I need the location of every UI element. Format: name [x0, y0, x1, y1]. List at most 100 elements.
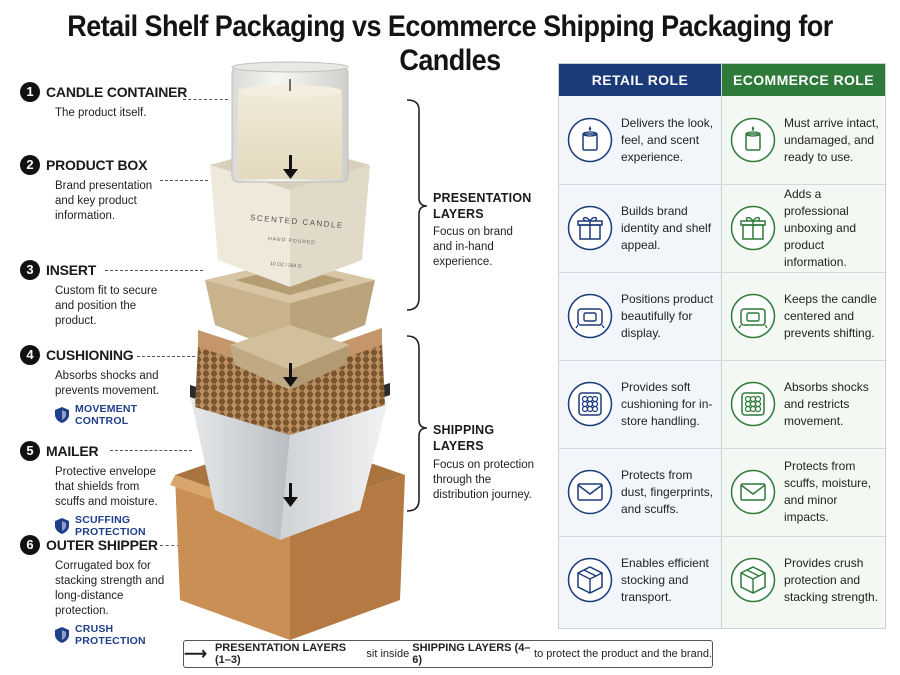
leader-line: [110, 450, 192, 451]
page-title: Retail Shelf Packaging vs Ecommerce Ship…: [67, 10, 833, 77]
leader-line: [105, 270, 203, 271]
shield-icon: [55, 518, 69, 534]
layer-description: Custom fit to secure and position the pr…: [55, 285, 158, 327]
table-cell-retail: Enables efficient stocking and transport…: [559, 536, 721, 624]
cushion-pad-icon: [730, 381, 776, 427]
layer-number-badge: 3: [20, 260, 40, 280]
layer-number-badge: 6: [20, 535, 40, 555]
layer-product-box: 2 PRODUCT BOX Brand presentation and key …: [20, 155, 195, 224]
layer-name: MAILER: [46, 443, 99, 459]
table-cell-ecom: Provides crush protection and stacking s…: [722, 536, 884, 624]
cell-text: Builds brand identity and shelf appeal.: [621, 203, 712, 252]
group-brackets: [406, 99, 428, 512]
product-box: SCENTED CANDLE HAND POURED 10 OZ / 284 G: [210, 143, 370, 287]
footer-text: to protect the product and the brand.: [530, 648, 712, 660]
layer-description: Corrugated box for stacking strength and…: [55, 560, 165, 617]
candle-icon: [730, 117, 776, 163]
shipping-layers-desc: Focus on protection through the distribu…: [433, 459, 535, 501]
layer-name: PRODUCT BOX: [46, 157, 148, 173]
right-arrow-icon: ⟶: [184, 646, 207, 663]
shipping-box-icon: [567, 557, 613, 603]
layer-description: Brand presentation and key product infor…: [55, 180, 153, 222]
box-label-size: 10 OZ / 284 G: [270, 261, 302, 270]
cell-text: Protects from dust, fingerprints, and sc…: [621, 467, 714, 516]
candle-jar: [231, 61, 349, 183]
group-title-line: LAYERS: [433, 439, 484, 453]
footer-text: sit inside: [363, 648, 413, 660]
table-cell-ecom: Adds a professional unboxing and product…: [722, 184, 884, 272]
layer-description: Absorbs shocks and prevents movement.: [55, 370, 160, 397]
cell-text: Positions product beautifully for displa…: [621, 291, 714, 340]
footer-note: ⟶ PRESENTATION LAYERS (1–3) sit inside S…: [183, 640, 713, 668]
table-cell-retail: Builds brand identity and shelf appeal.: [559, 184, 721, 272]
table-cell-retail: Delivers the look, feel, and scent exper…: [559, 96, 721, 184]
cell-text: Provides soft cushioning for in-store ha…: [621, 379, 713, 428]
table-cell-retail: Provides soft cushioning for in-store ha…: [559, 360, 721, 448]
envelope-icon: [730, 469, 776, 515]
tag-line: CRUSH: [75, 623, 114, 635]
table-cell-ecom: Absorbs shocks and restricts movement.: [722, 360, 884, 448]
tag-line: PROTECTION: [75, 635, 146, 647]
layer-number-badge: 5: [20, 441, 40, 461]
insert-tray-icon: [567, 293, 613, 339]
cell-text: Adds a professional unboxing and product…: [784, 186, 857, 269]
cell-text: Provides crush protection and stacking s…: [784, 555, 879, 604]
ecommerce-role-header: ECOMMERCE ROLE: [722, 64, 885, 96]
group-title-line: PRESENTATION: [433, 191, 532, 205]
candle-icon: [567, 117, 613, 163]
layer-cushioning: 4 CUSHIONING Absorbs shocks and prevents …: [20, 345, 195, 427]
gift-box-icon: [567, 205, 613, 251]
shield-icon: [55, 627, 69, 643]
box-label-sub: HAND POURED: [268, 236, 316, 246]
tag-line: SCUFFING: [75, 514, 131, 526]
insert-tray-icon: [730, 293, 776, 339]
layer-number-badge: 4: [20, 345, 40, 365]
tag-line: CONTROL: [75, 415, 129, 427]
shipping-layers-title: SHIPPING LAYERS: [433, 422, 494, 454]
leader-line: [137, 356, 195, 357]
layer-number-badge: 2: [20, 155, 40, 175]
footer-presentation-layers: PRESENTATION LAYERS (1–3): [214, 642, 347, 666]
leader-line: [160, 180, 208, 181]
cell-text: Enables efficient stocking and transport…: [621, 555, 709, 604]
table-cell-ecom: Keeps the candle centered and prevents s…: [722, 272, 884, 360]
cell-text: Absorbs shocks and restricts movement.: [784, 379, 869, 428]
gift-box-icon: [730, 205, 776, 251]
presentation-layers-desc: Focus on brand and in-hand experience.: [433, 226, 513, 268]
tag-line: PROTECTION: [75, 526, 146, 538]
leader-line: [183, 99, 228, 100]
layer-number-badge: 1: [20, 82, 40, 102]
shipping-box-icon: [730, 557, 776, 603]
leader-line: [160, 545, 180, 546]
group-title-line: LAYERS: [433, 207, 484, 221]
table-cell-retail: Positions product beautifully for displa…: [559, 272, 721, 360]
layer-name: CANDLE CONTAINER: [46, 84, 188, 100]
table-cell-retail: Protects from dust, fingerprints, and sc…: [559, 448, 721, 536]
footer-shipping-layers: SHIPPING LAYERS (4–6): [412, 642, 531, 666]
packaging-illustration: SCENTED CANDLE HAND POURED 10 OZ / 284 G: [170, 61, 405, 640]
layer-mailer: 5 MAILER Protective envelope that shields…: [20, 441, 195, 538]
cell-text: Protects from scuffs, moisture, and mino…: [784, 459, 872, 524]
cushion-pad-icon: [567, 381, 613, 427]
role-comparison-table: RETAIL ROLE ECOMMERCE ROLE Delivers the …: [558, 63, 886, 629]
layer-name: OUTER SHIPPER: [46, 537, 158, 553]
layer-outer-shipper: 6 OUTER SHIPPER Corrugated box for stacki…: [20, 535, 195, 647]
layer-name: CUSHIONING: [46, 347, 134, 363]
cell-text: Must arrive intact, undamaged, and ready…: [784, 115, 879, 164]
retail-role-header: RETAIL ROLE: [559, 64, 721, 96]
table-cell-ecom: Protects from scuffs, moisture, and mino…: [722, 448, 884, 536]
layer-insert: 3 INSERT Custom fit to secure and positio…: [20, 260, 195, 329]
layer-name: INSERT: [46, 262, 97, 278]
presentation-layers-title: PRESENTATION LAYERS: [433, 190, 531, 222]
cell-text: Keeps the candle centered and prevents s…: [784, 291, 877, 340]
shield-icon: [55, 407, 69, 423]
table-cell-ecom: Must arrive intact, undamaged, and ready…: [722, 96, 884, 184]
envelope-icon: [567, 469, 613, 515]
cell-text: Delivers the look, feel, and scent exper…: [621, 115, 714, 164]
group-title-line: SHIPPING: [433, 423, 495, 437]
layer-description: Protective envelope that shields from sc…: [55, 466, 158, 508]
